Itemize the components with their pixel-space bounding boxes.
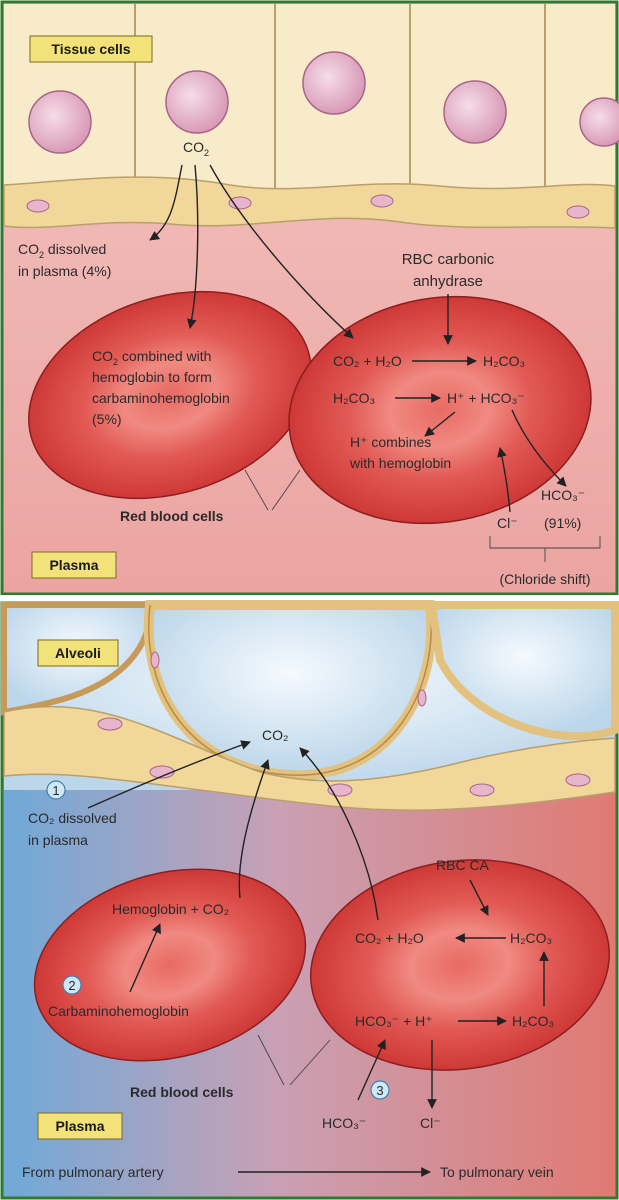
eq-top-left: CO₂ + H₂O xyxy=(355,930,424,946)
step-3-badge xyxy=(370,1080,390,1100)
eq-bottom-left: HCO₃⁻ + H⁺ xyxy=(355,1013,433,1029)
pct91-label: (91%) xyxy=(544,515,581,531)
rbc-right-bottom xyxy=(310,859,610,1071)
co2-dissolved-label: CO2 dissolved xyxy=(18,241,106,260)
svg-text:Tissue cells: Tissue cells xyxy=(51,41,130,57)
carbaminohemoglobin-label: Carbaminohemoglobin xyxy=(48,1003,189,1019)
nucleus-icon xyxy=(443,80,507,144)
co2-dissolved-bottom-label: CO₂ dissolved xyxy=(28,810,117,826)
top-panel: Tissue cells CO2 CO2 dissolved in plasma… xyxy=(0,0,619,596)
carbamino-label: CO2 combined with xyxy=(92,348,211,367)
carbamino-label-4: (5%) xyxy=(92,411,122,427)
alveoli-tag: Alveoli xyxy=(37,639,119,667)
nucleus-icon xyxy=(302,51,366,115)
carbamino-label-3: carbaminohemoglobin xyxy=(92,390,230,406)
nucleus-icon xyxy=(579,97,619,147)
from-pulmonary-artery-label: From pulmonary artery xyxy=(22,1164,164,1180)
bottom-panel: Alveoli CO₂ 1 CO₂ dissolved in plasma He… xyxy=(0,600,619,1200)
svg-text:Plasma: Plasma xyxy=(49,557,98,573)
svg-text:Alveoli: Alveoli xyxy=(55,645,101,661)
cl-out-label: Cl⁻ xyxy=(420,1115,441,1131)
step-2-number: 2 xyxy=(68,978,75,993)
capillary-wall xyxy=(3,176,616,229)
eq2-right: H⁺ + HCO₃⁻ xyxy=(447,390,525,406)
co2-source-label: CO2 xyxy=(183,139,209,158)
bottom-arrows xyxy=(87,740,549,1109)
svg-text:Plasma: Plasma xyxy=(55,1118,104,1134)
eq1-left: CO₂ + H₂O xyxy=(333,353,402,369)
plasma-tag-bottom: Plasma xyxy=(37,1112,123,1140)
capillary-wall-bottom xyxy=(3,705,616,811)
hco3-out-label: HCO₃⁻ xyxy=(541,487,585,503)
rbc-label-top: Red blood cells xyxy=(120,508,224,524)
carbamino-label-2: hemoglobin to form xyxy=(92,369,212,385)
co2-dissolved-bottom-label-2: in plasma xyxy=(28,832,88,848)
top-arrows xyxy=(149,164,567,513)
co2-alveolus-label: CO₂ xyxy=(262,727,288,743)
eq-top-right: H₂CO₃ xyxy=(510,930,552,946)
alveoli xyxy=(1,600,619,811)
to-pulmonary-vein-label: To pulmonary vein xyxy=(440,1164,554,1180)
step-1-badge xyxy=(46,780,66,800)
eq1-right: H₂CO₃ xyxy=(483,353,525,369)
hplus-label: H⁺ combines xyxy=(350,434,431,450)
tissue-cells-tag: Tissue cells xyxy=(29,35,153,63)
rbc-label-bottom: Red blood cells xyxy=(130,1084,234,1100)
hplus-label-2: with hemoglobin xyxy=(349,455,451,471)
tissue-cells xyxy=(3,4,619,229)
rbc-left-top xyxy=(28,290,312,500)
rbc-carbonic-anhydrase-label-2: anhydrase xyxy=(413,273,483,290)
hco3-in-label: HCO₃⁻ xyxy=(322,1115,366,1131)
rbc-right-top xyxy=(288,295,592,525)
rbc-left-bottom xyxy=(33,868,307,1062)
nucleus-icon xyxy=(28,90,92,154)
rbc-ca-label: RBC CA xyxy=(436,857,490,873)
cl-in-label: Cl⁻ xyxy=(497,515,518,531)
hemoglobin-co2-label: Hemoglobin + CO₂ xyxy=(112,901,229,917)
step-1-number: 1 xyxy=(52,783,59,798)
rbc-carbonic-anhydrase-label: RBC carbonic xyxy=(402,251,495,268)
chloride-shift-label: (Chloride shift) xyxy=(499,571,590,587)
nucleus-icon xyxy=(165,70,229,134)
eq-bottom-right: H₂CO₃ xyxy=(512,1013,554,1029)
step-3-number: 3 xyxy=(376,1083,383,1098)
step-2-badge xyxy=(62,975,82,995)
eq2-left: H₂CO₃ xyxy=(333,390,375,406)
co2-dissolved-label-2: in plasma (4%) xyxy=(18,263,111,279)
plasma-tag-top: Plasma xyxy=(31,551,117,579)
